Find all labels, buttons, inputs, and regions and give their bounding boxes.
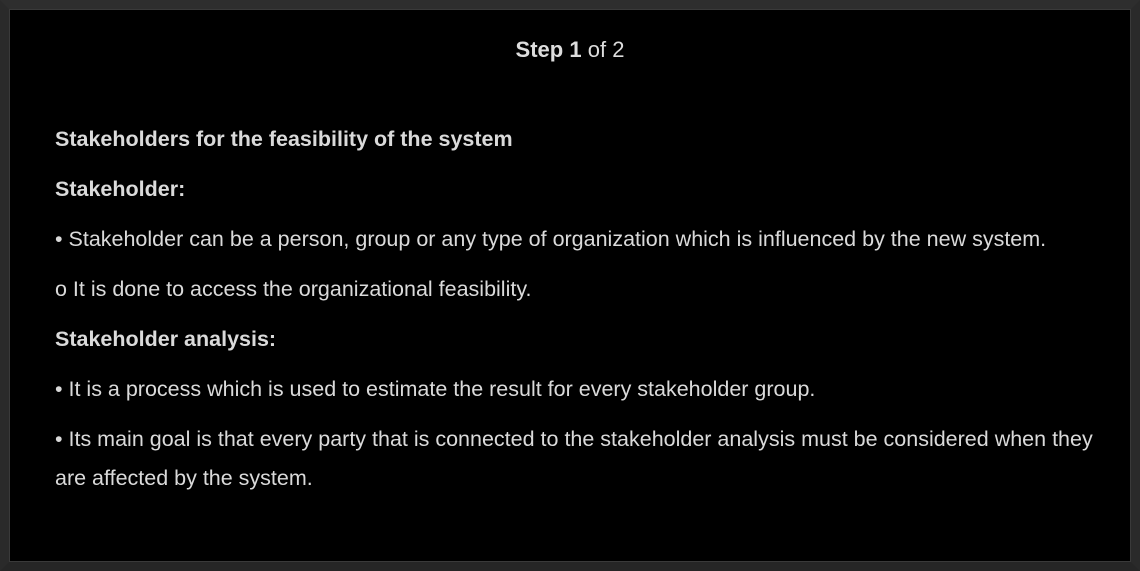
bullet-analysis-process: • It is a process which is used to estim… [55, 377, 816, 401]
bullet-analysis-goal: • Its main goal is that every party that… [55, 427, 1093, 490]
step-content: Stakeholders for the feasibility of the … [55, 120, 1105, 509]
step-word: Step [515, 37, 564, 62]
step-indicator: Step 1 of 2 [9, 37, 1131, 63]
step-total: of 2 [587, 37, 625, 62]
step-label: Step 1 [516, 37, 582, 62]
section-heading-stakeholder-analysis: Stakeholder analysis: [55, 327, 277, 351]
subbullet-organizational-feasibility: o It is done to access the organizationa… [55, 277, 532, 301]
content-title: Stakeholders for the feasibility of the … [55, 127, 513, 151]
section-heading-stakeholder: Stakeholder: [55, 177, 186, 201]
bullet-stakeholder-definition: • Stakeholder can be a person, group or … [55, 227, 1047, 251]
step-current-number: 1 [569, 37, 582, 62]
